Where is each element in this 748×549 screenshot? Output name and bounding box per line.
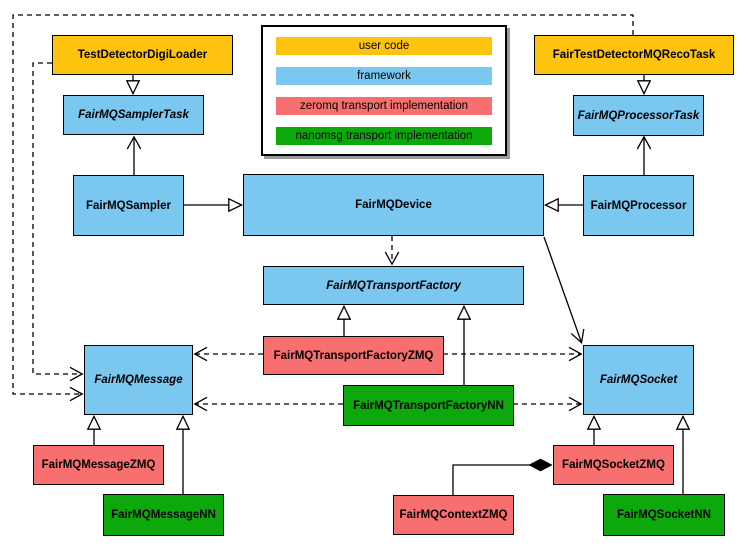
dep-testdetectordigiloader-fairmqmessage [32, 62, 84, 382]
assoc-fairmqdevice-fairmqsocket [543, 236, 585, 344]
node-fairmqmessagezmq: FairMQMessageZMQ [33, 445, 164, 485]
comp-fairmqcontextzmq-fairmqsocketzmq [452, 465, 552, 495]
legend-item-user-code: user code [276, 37, 492, 55]
legend-item-zeromq: zeromq transport implementation [276, 97, 492, 115]
node-fairmqsamplertask: FairMQSamplerTask [63, 95, 204, 135]
node-fairmqmessagenn: FairMQMessageNN [103, 494, 224, 536]
node-fairmqsocketnn: FairMQSocketNN [603, 494, 725, 536]
legend-box: user code framework zeromq transport imp… [261, 25, 507, 156]
node-fairtestdetectormqrecotask: FairTestDetectorMQRecoTask [534, 35, 734, 75]
node-fairmqsampler: FairMQSampler [73, 175, 184, 236]
node-fairmqsocket: FairMQSocket [583, 345, 694, 415]
node-fairmqdevice: FairMQDevice [243, 174, 544, 236]
node-fairmqtransportfactory: FairMQTransportFactory [263, 266, 524, 305]
legend-item-framework: framework [276, 67, 492, 85]
node-fairmqtransportfactoryzmq: FairMQTransportFactoryZMQ [263, 336, 444, 375]
node-fairmqsocketzmq: FairMQSocketZMQ [553, 445, 674, 485]
node-testdetectordigiloader: TestDetectorDigiLoader [52, 35, 233, 75]
node-fairmqtransportfactorynn: FairMQTransportFactoryNN [343, 385, 514, 426]
node-fairmqprocessor: FairMQProcessor [583, 175, 694, 236]
legend-item-nanomsg: nanomsg transport implementation [276, 127, 492, 145]
node-fairmqmessage: FairMQMessage [84, 345, 193, 415]
node-fairmqprocessortask: FairMQProcessorTask [573, 95, 704, 136]
node-fairmqcontextzmq: FairMQContextZMQ [393, 495, 514, 535]
dep-fairtestdetectormqrecotask-fairmqmessage [12, 14, 634, 402]
